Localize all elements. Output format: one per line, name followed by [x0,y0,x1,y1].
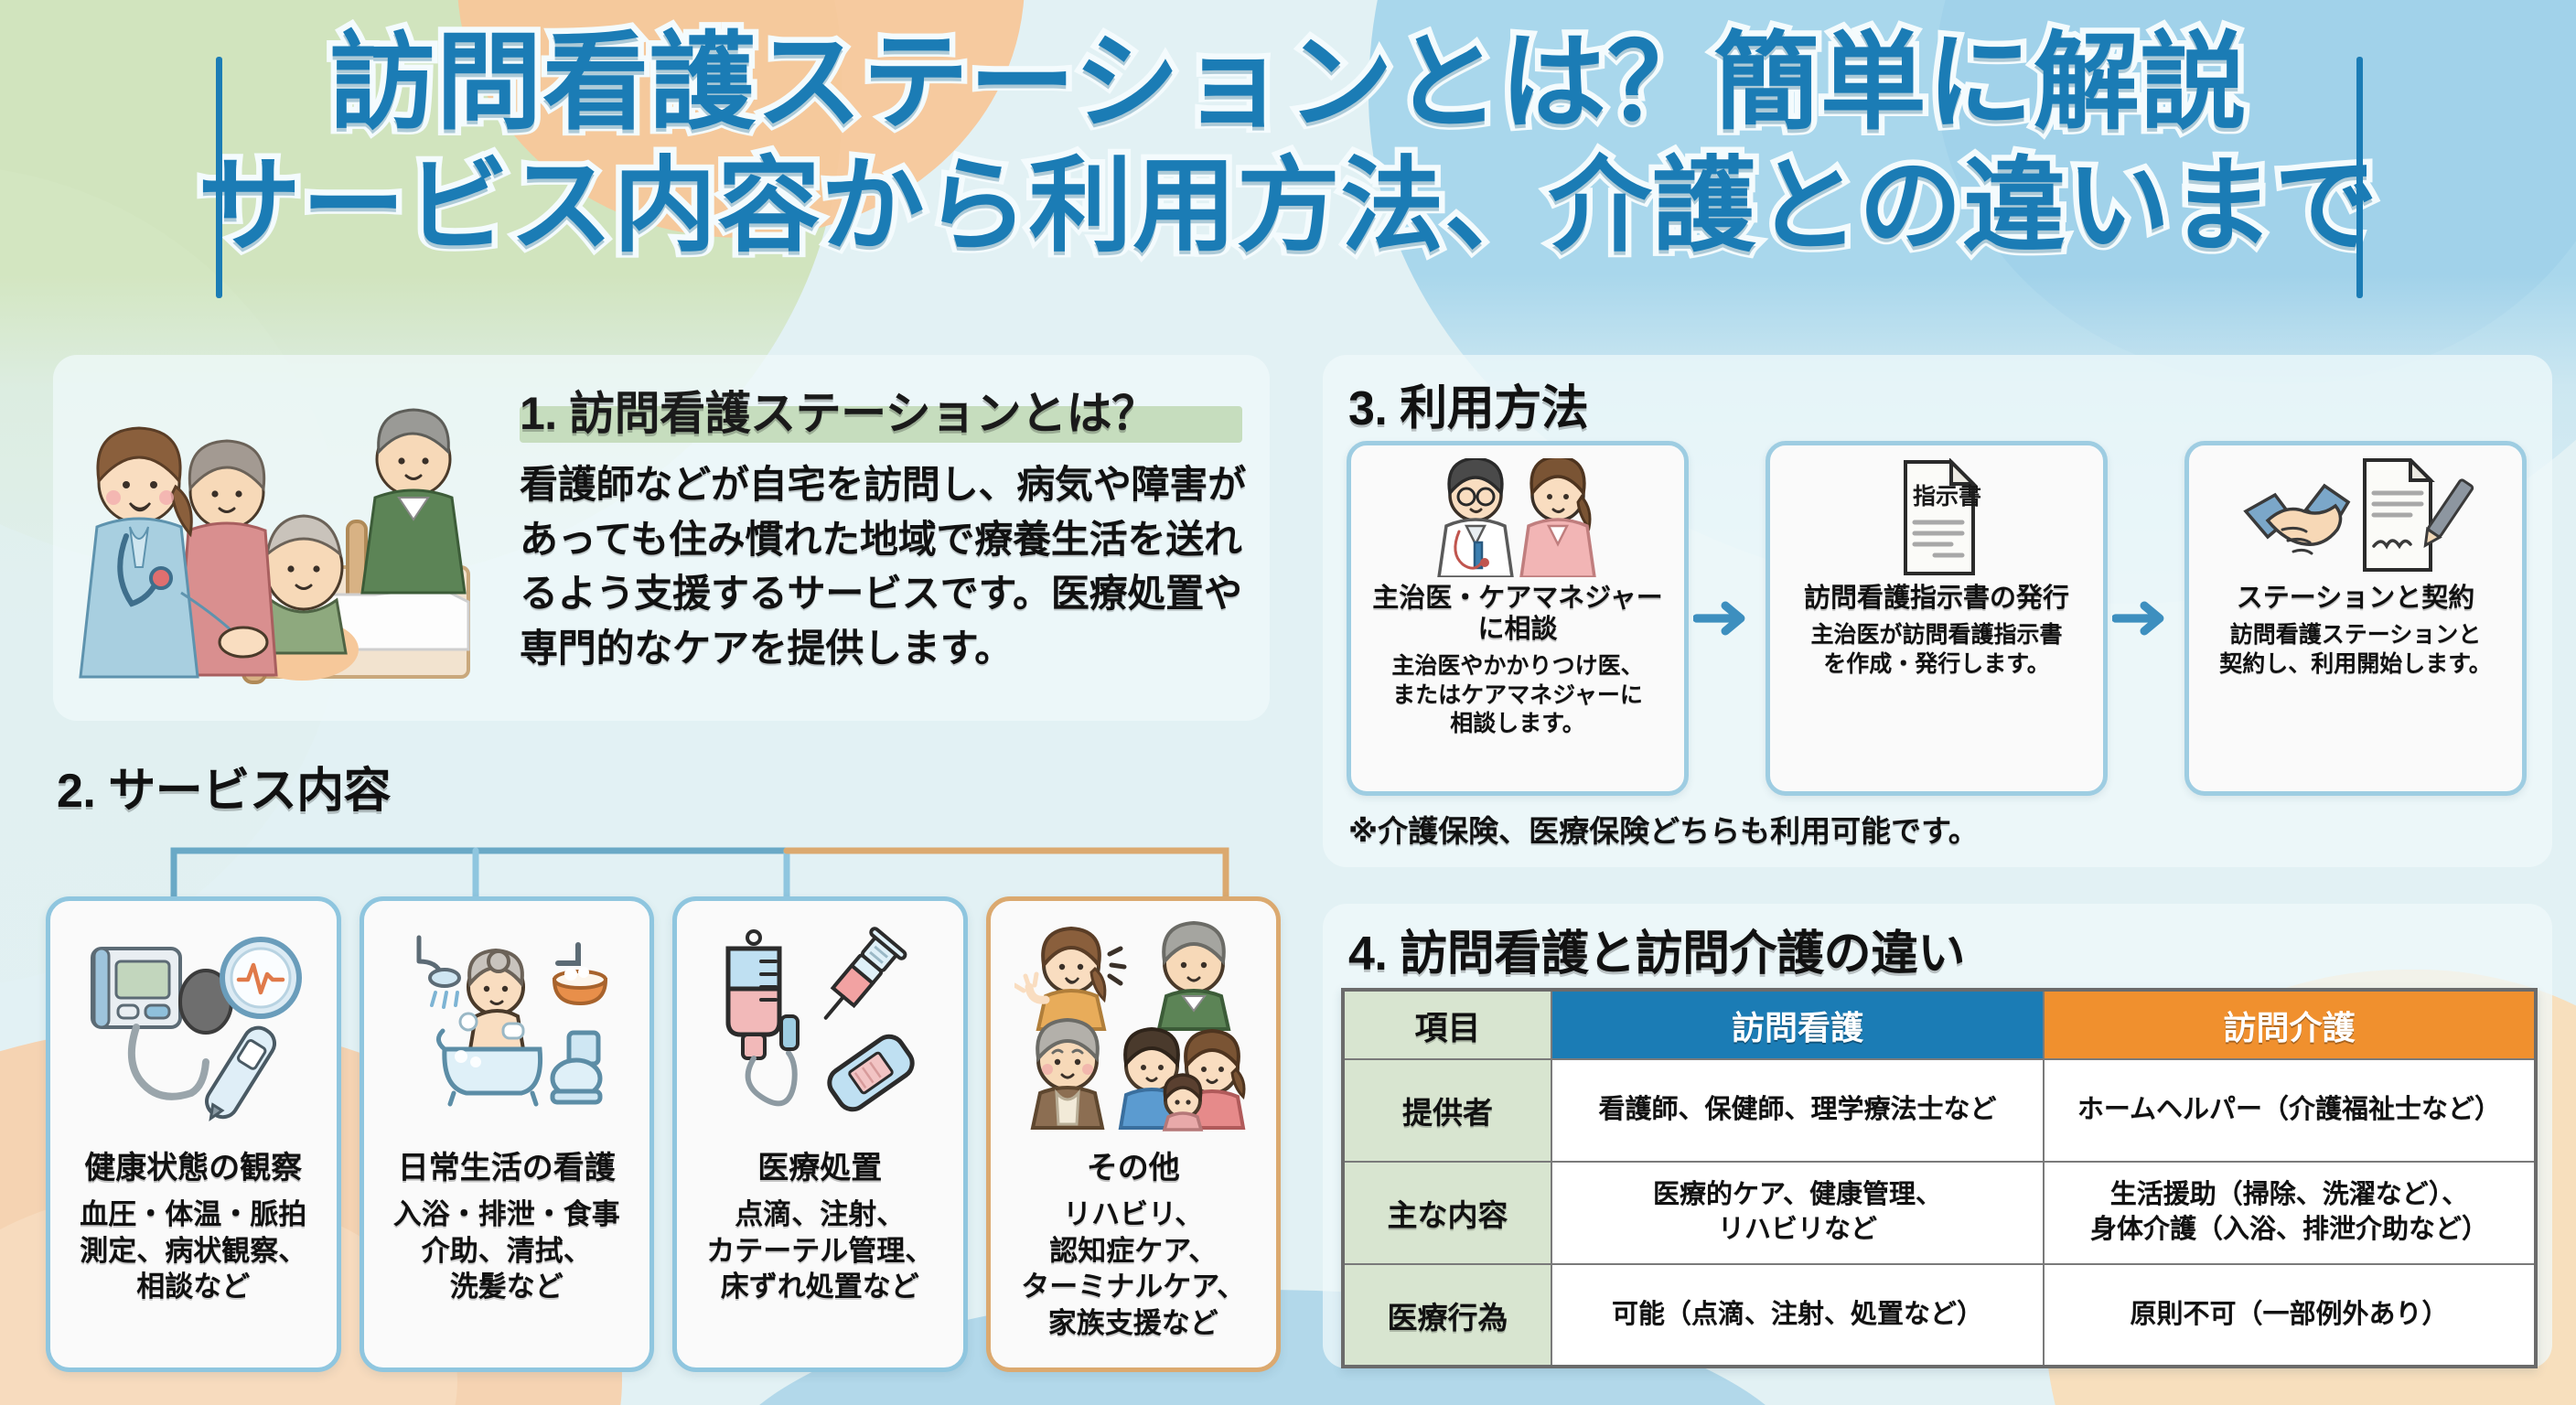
table-row: 主な内容 医療的ケア、健康管理、リハビリなど 生活援助（掃除、洗濯など）、身体介… [1342,1161,2537,1265]
section-4-panel: 4. 訪問看護と訪問介護の違い 項目 訪問看護 訪問介護 提供者 看護師、保健師… [1323,904,2552,1368]
table-row-label: 主な内容 [1342,1161,1552,1265]
comparison-table: 項目 訪問看護 訪問介護 提供者 看護師、保健師、理学療法士など ホームヘルパー… [1341,988,2538,1368]
service-card-desc: 入浴・排泄・食事介助、清拭、洗髪など [392,1198,620,1303]
service-card-other[interactable]: その他 リハビリ、認知症ケア、ターミナルケア、家族支援など [985,896,1281,1372]
instruction-document-icon: 指示書 [1818,458,2055,577]
section-1-panel: 1. 訪問看護ステーションとは？ 看護師などが自宅を訪問し、病気や障害があっても… [53,355,1270,721]
step-card-issue-instruction[interactable]: 指示書 訪問看護指示書の発行 主治医が訪問看護指示書を作成・発行します。 [1766,441,2108,796]
table-cell-nursing: 可能（点滴、注射、処置など） [1551,1263,2045,1367]
service-card-title: 健康状態の観察 [84,1151,303,1185]
step-card-title: 主治医・ケアマネジャーに相談 [1372,584,1663,645]
service-card-daily-living-nursing[interactable]: 日常生活の看護 入浴・排泄・食事介助、清拭、洗髪など [359,896,654,1372]
table-header-nursing: 訪問看護 [1551,989,2045,1060]
section-1-heading: 1. 訪問看護ステーションとは？ [520,377,1251,446]
section-4-heading: 4. 訪問看護と訪問介護の違い [1348,928,1966,981]
table-cell-care: 原則不可（一部例外あり） [2043,1263,2537,1367]
service-card-title: その他 [1086,1151,1180,1185]
step-card-desc: 訪問看護ステーションと契約し、利用開始します。 [2219,622,2492,677]
right-arrow-icon [1689,441,1766,796]
doctor-and-care-manager-icon [1399,458,1637,577]
family-group-icon [1000,917,1268,1135]
table-header-care: 訪問介護 [2043,989,2537,1060]
service-card-desc: リハビリ、認知症ケア、ターミナルケア、家族支援など [1021,1198,1246,1340]
section-2-card-list: 健康状態の観察 血圧・体温・脈拍測定、病状観察、相談など [46,896,1281,1372]
bath-toilet-washbasin-icon [373,917,641,1135]
section-3-panel: 3. 利用方法 [1323,355,2552,867]
title-line-2: サービス内容から利用方法、介護との違いまで [192,142,2384,269]
poster-title: 訪問看護ステーションとは？簡単に解説 サービス内容から利用方法、介護との違いまで [0,17,2576,298]
handshake-contract-signing-icon [2237,458,2474,577]
table-row: 医療行為 可能（点滴、注射、処置など） 原則不可（一部例外あり） [1342,1263,2537,1367]
title-rule-right-icon [2356,57,2363,298]
step-card-title: 訪問看護指示書の発行 [1803,584,2069,613]
table-cell-care: 生活援助（掃除、洗濯など）、身体介護（入浴、排泄介助など） [2043,1161,2537,1265]
nurse-and-family-illustration [73,375,503,701]
section-2-heading: 2. サービス内容 [57,765,392,818]
blood-pressure-monitor-thermometer-icon [59,917,327,1135]
title-rule-left-icon [216,57,222,298]
right-arrow-icon [2108,441,2184,796]
step-card-contract-station[interactable]: ステーションと契約 訪問看護ステーションと契約し、利用開始します。 [2184,441,2527,796]
service-card-medical-treatment[interactable]: 医療処置 点滴、注射、カテーテル管理、床ずれ処置など [672,896,968,1372]
svg-text:指示書: 指示書 [1913,483,1981,509]
section-1-heading-text: 1. 訪問看護ステーションとは？ [520,388,1157,439]
service-card-title: 医療処置 [757,1151,883,1185]
section-3-step-list: 主治医・ケアマネジャーに相談 主治医やかかりつけ医、またはケアマネジャーに相談し… [1347,441,2527,796]
table-row-label: 提供者 [1342,1058,1552,1163]
step-card-title: ステーションと契約 [2236,584,2475,613]
service-card-desc: 血圧・体温・脈拍測定、病状観察、相談など [80,1198,307,1303]
step-card-desc: 主治医が訪問看護指示書を作成・発行します。 [1810,622,2063,677]
table-header-item: 項目 [1342,989,1552,1060]
table-cell-care: ホームヘルパー（介護福祉士など） [2043,1058,2537,1163]
table-row: 提供者 看護師、保健師、理学療法士など ホームヘルパー（介護福祉士など） [1342,1058,2537,1163]
service-card-title: 日常生活の看護 [397,1151,616,1185]
step-card-desc: 主治医やかかりつけ医、またはケアマネジャーに相談します。 [1391,653,1644,737]
section-3-note: ※介護保険、医療保険どちらも利用可能です。 [1348,814,1979,848]
service-card-desc: 点滴、注射、カテーテル管理、床ずれ処置など [706,1198,934,1303]
service-card-health-observation[interactable]: 健康状態の観察 血圧・体温・脈拍測定、病状観察、相談など [46,896,341,1372]
step-card-consult-doctor[interactable]: 主治医・ケアマネジャーに相談 主治医やかかりつけ医、またはケアマネジャーに相談し… [1347,441,1689,796]
table-cell-nursing: 看護師、保健師、理学療法士など [1551,1058,2045,1163]
section-3-heading: 3. 利用方法 [1348,382,1589,435]
section-1-body-text: 看護師などが自宅を訪問し、病気や障害があっても住み慣れた地域で療養生活を送れるよ… [520,463,1247,670]
title-line-1: 訪問看護ステーションとは？簡単に解説 [323,17,2252,148]
table-cell-nursing: 医療的ケア、健康管理、リハビリなど [1551,1161,2045,1265]
iv-drip-syringe-bandage-icon [686,917,954,1135]
table-row-label: 医療行為 [1342,1263,1552,1367]
table-header-row: 項目 訪問看護 訪問介護 [1342,989,2537,1060]
